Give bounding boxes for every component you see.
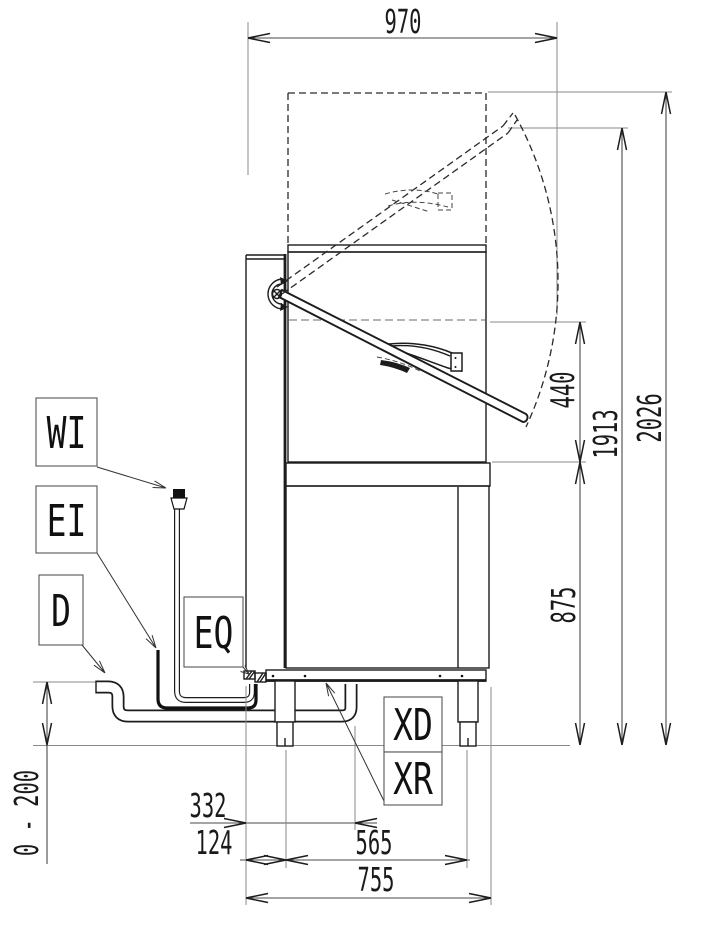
label-wi: WI [35, 397, 98, 467]
lower-cabinet [285, 485, 490, 669]
front-leg [274, 680, 296, 747]
machine-body [245, 244, 491, 669]
base-frame [265, 669, 487, 682]
dim-970: 970 [385, 4, 422, 41]
label-xr-text: XR [393, 754, 433, 805]
water-inlet-fitting [170, 489, 188, 510]
dim-2026: 2026 [632, 393, 669, 442]
dim-755: 755 [358, 862, 395, 899]
water-inlet-hose [174, 509, 255, 703]
label-d: D [38, 574, 84, 646]
dimension-texts: 970 2026 1913 440 875 0 - 200 332 124 56… [9, 4, 669, 899]
tabletop-band [285, 462, 491, 487]
label-xd-xr: XD XR [383, 696, 443, 806]
label-ei: EI [35, 485, 98, 554]
upper-body [287, 251, 487, 463]
dim-565: 565 [356, 825, 393, 862]
label-ei-text: EI [47, 496, 87, 547]
handle-swing-arc [514, 114, 559, 428]
extension-lines [33, 22, 672, 683]
electrical-cable [156, 650, 258, 710]
rear-panel [245, 254, 287, 668]
label-wi-text: WI [47, 408, 87, 459]
hood-top-slab [287, 244, 487, 253]
rear-leg [457, 680, 479, 747]
dimension-arrows [41, 32, 672, 904]
drain-hose [95, 680, 358, 723]
hood-handle-bar [277, 288, 529, 423]
leader-lines [81, 466, 385, 802]
label-eq-text: EQ [194, 608, 234, 659]
dim-875: 875 [546, 587, 583, 624]
dim-440: 440 [545, 372, 582, 409]
ghost-grip [384, 189, 453, 213]
label-eq: EQ [183, 596, 244, 668]
dim-332: 332 [190, 788, 227, 825]
raised-hood-ghost [276, 92, 559, 428]
label-xd-text: XD [393, 700, 433, 751]
dimension-lines [46, 37, 667, 905]
dim-1913: 1913 [588, 409, 625, 458]
dim-0-200: 0 - 200 [9, 770, 46, 856]
dim-124: 124 [196, 825, 233, 862]
label-d-text: D [51, 586, 71, 637]
